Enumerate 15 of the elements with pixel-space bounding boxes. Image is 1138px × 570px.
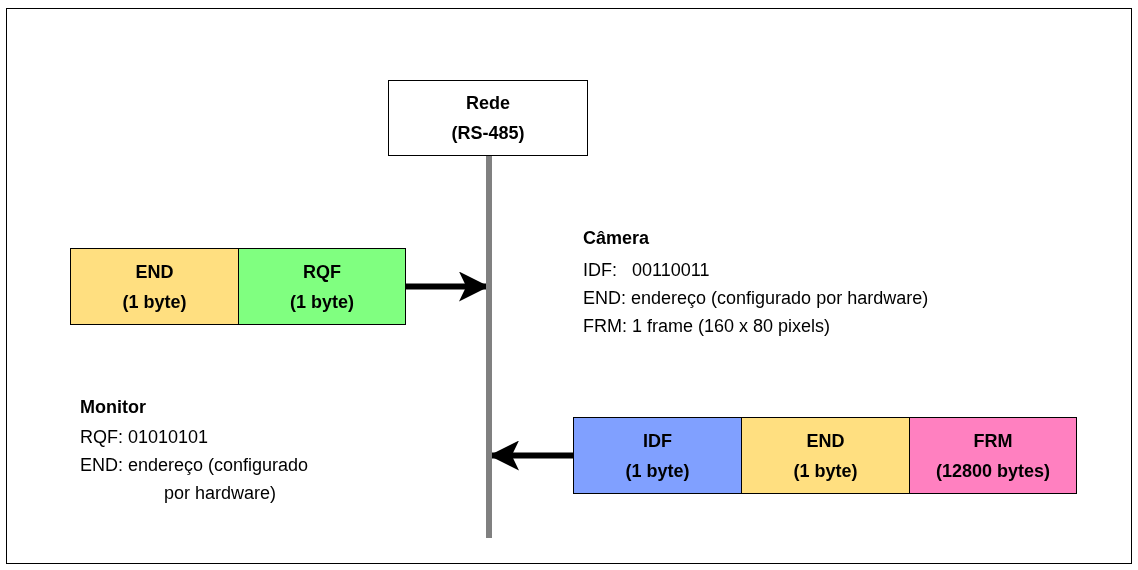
field-description: RQF: 01010101 [80,426,209,449]
network-box: Rede (RS-485) [388,80,588,156]
field-box: END (1 byte) [741,417,910,494]
field-box: END (1 byte) [70,248,239,325]
field-box: RQF (1 byte) [238,248,406,325]
device-title: Câmera [583,227,650,250]
arrow [406,271,489,302]
field-box: IDF (1 byte) [573,417,742,494]
arrow [489,440,573,471]
field-description: END: endereço (configurado por hardware) [583,287,929,310]
field-description: FRM: 1 frame (160 x 80 pixels) [583,315,831,338]
field-description: IDF: 00110011 [583,259,710,282]
field-box: FRM (12800 bytes) [909,417,1077,494]
field-description: END: endereço (configurado por hardware) [80,454,310,505]
device-title: Monitor [80,396,146,419]
